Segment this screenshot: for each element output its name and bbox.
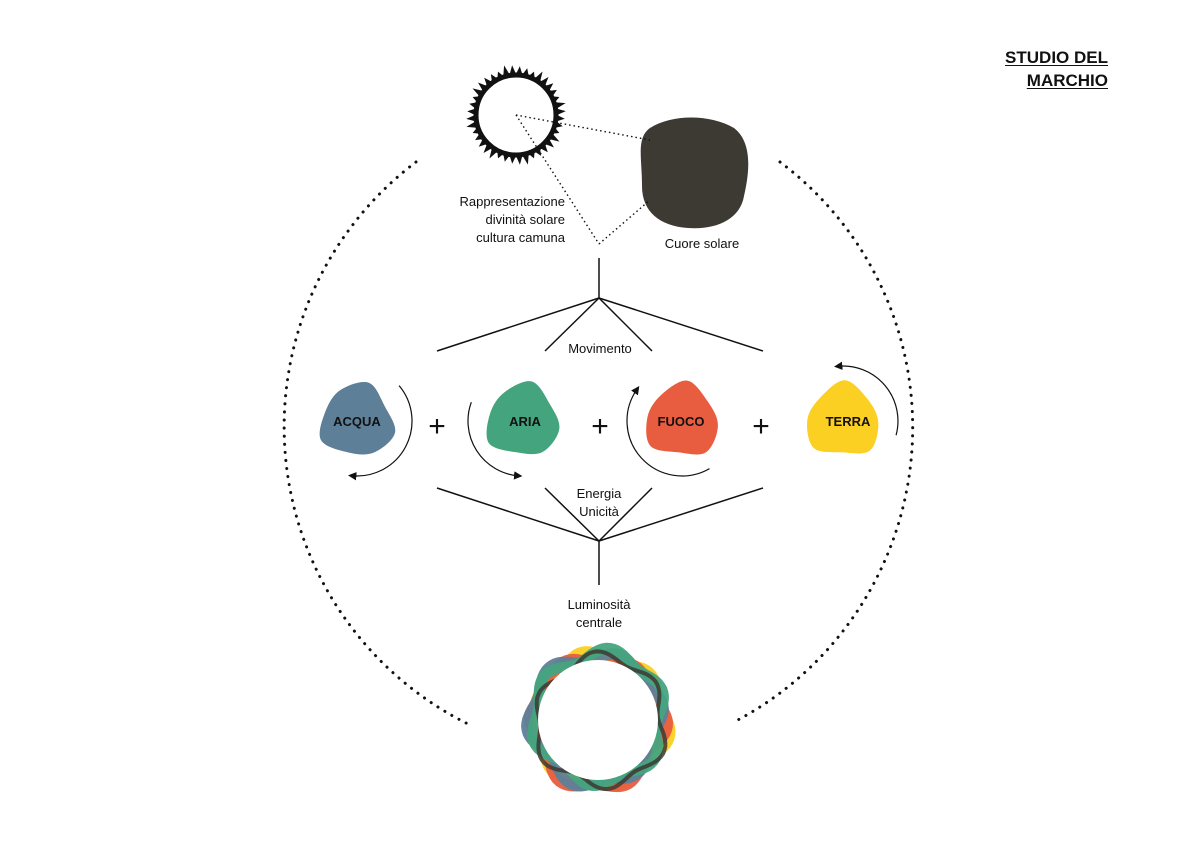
plus-sign-3: + — [752, 410, 770, 443]
element-blob-fuoco — [646, 380, 718, 455]
title-line-1: STUDIO DEL — [1005, 48, 1108, 67]
energy-label: Energia Unicità — [549, 485, 649, 521]
element-label-terra: TERRA — [825, 414, 871, 429]
element-blob-aria — [486, 381, 560, 455]
sun-representation-label: Rappresentazione divinità solare cultura… — [425, 193, 565, 247]
solar-heart-label: Cuore solare — [664, 236, 740, 251]
element-blob-terra — [807, 380, 879, 454]
rotation-arrow-acqua — [348, 385, 413, 481]
element-label-fuoco: FUOCO — [657, 414, 705, 429]
rotation-arrow-terra — [834, 361, 899, 436]
solar-heart-blob — [640, 117, 749, 229]
sun-label-line-2: divinità solare — [485, 212, 566, 227]
energy-label-line-1: Energia — [576, 486, 622, 501]
luminosity-label: Luminosità centrale — [549, 596, 649, 632]
dotted-arc-right — [732, 160, 915, 724]
title-line-2: MARCHIO — [1026, 71, 1108, 90]
element-label-acqua: ACQUA — [333, 414, 381, 429]
element-label-aria: ARIA — [509, 414, 541, 429]
plus-sign-2: + — [591, 410, 609, 443]
dotted-connectors — [515, 114, 651, 245]
rotation-arrow-aria — [467, 401, 523, 480]
sun-label-line-1: Rappresentazione — [459, 194, 565, 209]
elements-row — [319, 361, 899, 481]
sun-label-line-3: cultura camuna — [476, 230, 565, 245]
element-blob-acqua — [319, 381, 396, 455]
page-title: STUDIO DEL MARCHIO — [1005, 46, 1108, 92]
movement-branches — [436, 258, 764, 352]
energy-branches — [436, 487, 764, 585]
movement-label: Movimento — [568, 341, 632, 356]
logo-ring-center — [538, 660, 658, 780]
luminosity-label-line-2: centrale — [575, 615, 623, 630]
plus-sign-1: + — [428, 410, 446, 443]
luminosity-label-line-1: Luminosità — [567, 597, 631, 612]
energy-label-line-2: Unicità — [579, 504, 619, 519]
logo-ring-layer — [527, 642, 669, 792]
logo-ring — [521, 642, 676, 793]
rotation-arrow-fuoco — [626, 386, 710, 477]
